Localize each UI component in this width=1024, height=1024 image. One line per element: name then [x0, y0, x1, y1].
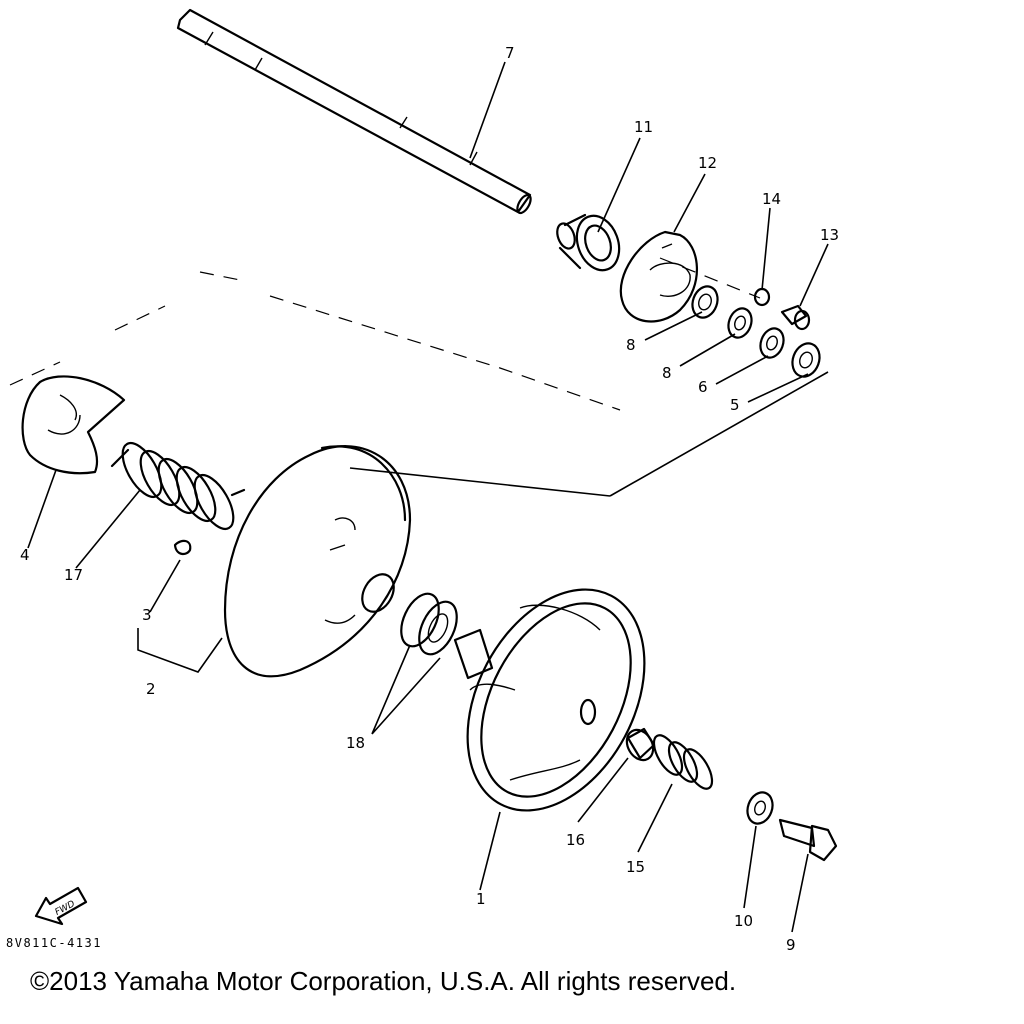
callout-13: 13	[820, 226, 839, 244]
assembly-lines	[9, 257, 829, 497]
callout-17: 17	[64, 566, 83, 584]
callout-15: 15	[626, 858, 645, 876]
copyright-notice: ©2013 Yamaha Motor Corporation, U.S.A. A…	[30, 966, 737, 996]
callout-8a: 8	[626, 336, 636, 354]
sheave-part-2	[223, 445, 412, 678]
washers-part-18	[400, 592, 458, 656]
callout-labels: 7 11 12 14 13 8 8 6 5 4 17 3 2 18 1 16 1…	[20, 44, 839, 954]
callout-16: 16	[566, 831, 585, 849]
piece-part-3	[173, 539, 192, 556]
callout-11: 11	[634, 118, 653, 136]
leader-lines	[27, 61, 829, 933]
bearing-part-11	[556, 213, 621, 272]
washer-part-10	[746, 791, 774, 825]
callout-1: 1	[476, 890, 486, 908]
forward-arrow-icon: FWD	[34, 886, 88, 926]
callout-14: 14	[762, 190, 781, 208]
callout-2: 2	[146, 680, 156, 698]
callout-7: 7	[505, 44, 515, 62]
callout-10: 10	[734, 912, 753, 930]
callout-8b: 8	[662, 364, 672, 382]
slider-part-4	[21, 375, 126, 475]
figure-code: 8V811C-4131	[6, 936, 102, 950]
callout-9: 9	[786, 936, 796, 954]
bracket-part-12	[619, 230, 698, 323]
bolt-part-9	[778, 818, 838, 862]
spider-part-1	[453, 588, 646, 812]
callout-3: 3	[142, 606, 152, 624]
spring-part-15	[652, 734, 714, 790]
callout-5: 5	[730, 396, 740, 414]
callout-18: 18	[346, 734, 365, 752]
spring-part-17	[110, 441, 246, 531]
callout-6: 6	[698, 378, 708, 396]
callout-12: 12	[698, 154, 717, 172]
washers-upper	[691, 285, 821, 378]
callout-4: 4	[20, 546, 30, 564]
shaft-part-7	[176, 8, 532, 215]
